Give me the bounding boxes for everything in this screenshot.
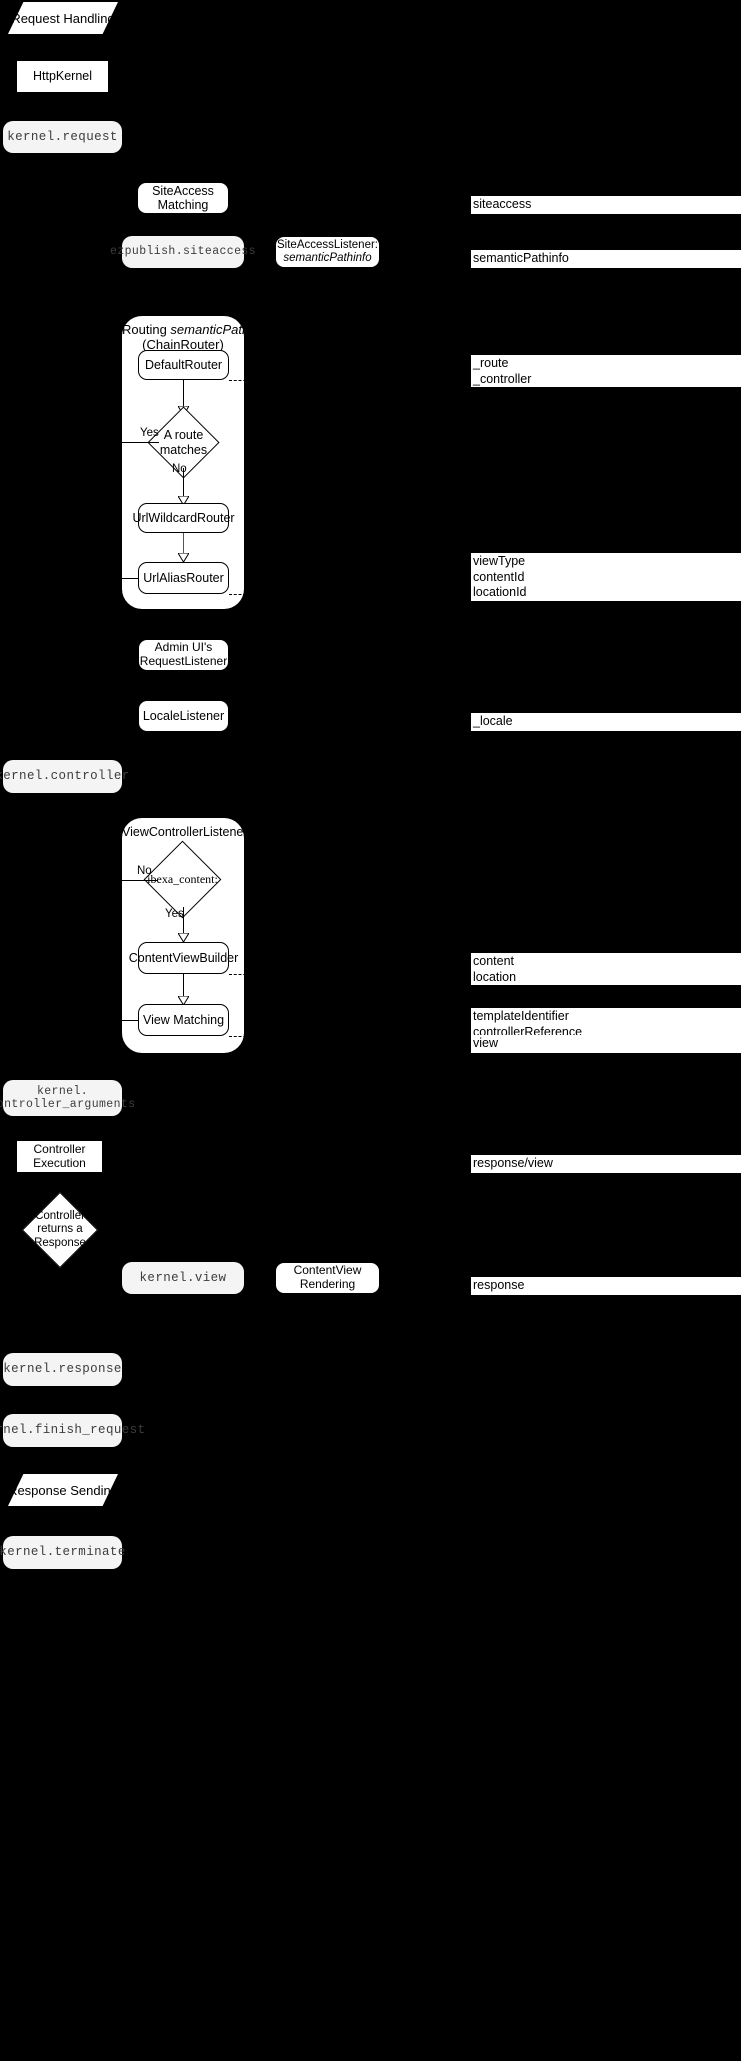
event-kernel-controller-arguments[interactable]: kernel. controller_arguments	[0, 1080, 135, 1116]
connector-no-ibexa-left	[122, 880, 158, 881]
event-kernel-request[interactable]: kernel.request	[3, 121, 122, 153]
edge-label-no-ibexa: No	[137, 865, 152, 877]
event-kernel-response[interactable]: kernel.response	[3, 1353, 122, 1386]
node-siteaccess-matching[interactable]: SiteAccess Matching	[137, 182, 229, 214]
node-urlwildcardrouter[interactable]: UrlWildcardRouter	[132, 503, 235, 533]
node-admin-ui-requestlistener[interactable]: Admin UI's RequestListener	[138, 639, 229, 671]
node-view-matching[interactable]: View Matching	[138, 1004, 229, 1036]
phase-request-handling-label: Request Handling	[11, 10, 115, 26]
parallelogram-shape	[8, 1474, 118, 1506]
attr-route-controller: _route _controller	[471, 355, 741, 387]
node-defaultrouter[interactable]: DefaultRouter	[138, 350, 229, 380]
connector-yes-ibexa-down	[183, 907, 184, 937]
connector-contentviewbuilder-viewmatching	[183, 974, 184, 1000]
connector-defaultrouter-attr	[229, 380, 251, 381]
connector-urlalias-attr	[229, 594, 251, 595]
connector-urlwildcard-urlalias	[183, 533, 184, 556]
connector-yes-route-left	[122, 442, 159, 443]
arrowhead-contentviewbuilder	[178, 933, 189, 942]
decision-ibexa-content-label: ibexa_content:	[147, 871, 218, 886]
connector-urlalias-left	[122, 578, 139, 579]
group-viewcontrollerlistener-title: ViewControllerListener	[122, 825, 248, 839]
node-siteaccesslistener-line1: SiteAccessListener:	[277, 238, 378, 251]
phase-response-sending-label: Response Sending	[8, 1482, 118, 1498]
connector-contentviewbuilder-attr	[229, 974, 251, 975]
attr-semanticpathinfo: semanticPathinfo	[471, 250, 741, 268]
edge-label-yes-ibexa: Yes	[165, 908, 184, 920]
node-localelistener[interactable]: LocaleListener	[138, 700, 229, 732]
decision-ibexa-content[interactable]: ibexa_content:	[143, 840, 222, 919]
decision-a-route-matches-label: A route matches	[159, 428, 208, 457]
attr-view: view	[471, 1035, 741, 1053]
edge-label-yes-route: Yes	[140, 427, 159, 439]
decision-a-route-matches[interactable]: A route matches	[147, 406, 220, 479]
attr-response-view: response/view	[471, 1155, 741, 1173]
group-routing-title: Routing semanticPathinfo (ChainRouter)	[122, 322, 271, 353]
node-contentview-rendering[interactable]: ContentView Rendering	[275, 1262, 380, 1294]
node-urlaliasrouter[interactable]: UrlAliasRouter	[138, 562, 229, 594]
attr-viewtype-contentid-locationid: viewType contentId locationId	[471, 553, 741, 601]
attr-content-location: content location	[471, 953, 741, 985]
arrowhead-urlwildcard	[178, 496, 189, 505]
event-kernel-view[interactable]: kernel.view	[122, 1262, 244, 1294]
edge-label-no-route: No	[172, 463, 187, 475]
event-kernel-finish-request[interactable]: kernel.finish_request	[0, 1414, 145, 1447]
phase-response-sending: Response Sending	[8, 1474, 118, 1506]
arrowhead-viewmatching	[178, 996, 189, 1005]
node-httpkernel[interactable]: HttpKernel	[16, 60, 109, 93]
event-kernel-controller[interactable]: kernel.controller	[0, 760, 129, 793]
node-siteaccesslistener[interactable]: SiteAccessListener: semanticPathinfo	[275, 236, 380, 268]
connector-no-route-down	[183, 468, 184, 500]
event-kernel-terminate[interactable]: kernel.terminate	[0, 1536, 125, 1569]
attr-response: response	[471, 1277, 741, 1295]
decision-controller-returns-response[interactable]: Controller returns a Response	[21, 1191, 99, 1269]
decision-controller-returns-response-label: Controller returns a Response	[34, 1210, 86, 1249]
phase-request-handling: Request Handling	[8, 2, 118, 34]
attr-siteaccess: siteaccess	[471, 196, 741, 214]
connector-defaultrouter-decision	[183, 380, 184, 409]
node-controller-execution[interactable]: Controller Execution	[16, 1140, 103, 1173]
node-contentviewbuilder[interactable]: ContentViewBuilder	[129, 942, 238, 974]
node-siteaccesslistener-line2: semanticPathinfo	[283, 252, 372, 264]
connector-viewmatching-left	[122, 1020, 139, 1021]
attr-template-controller-reference: templateIdentifier controllerReference	[471, 1008, 741, 1039]
connector-viewmatching-attr	[229, 1036, 251, 1037]
arrowhead-urlalias	[178, 553, 189, 562]
parallelogram-shape	[8, 2, 118, 34]
attr-locale: _locale	[471, 713, 741, 731]
event-ezpublish-siteaccess[interactable]: ezpublish.siteaccess	[110, 236, 256, 268]
